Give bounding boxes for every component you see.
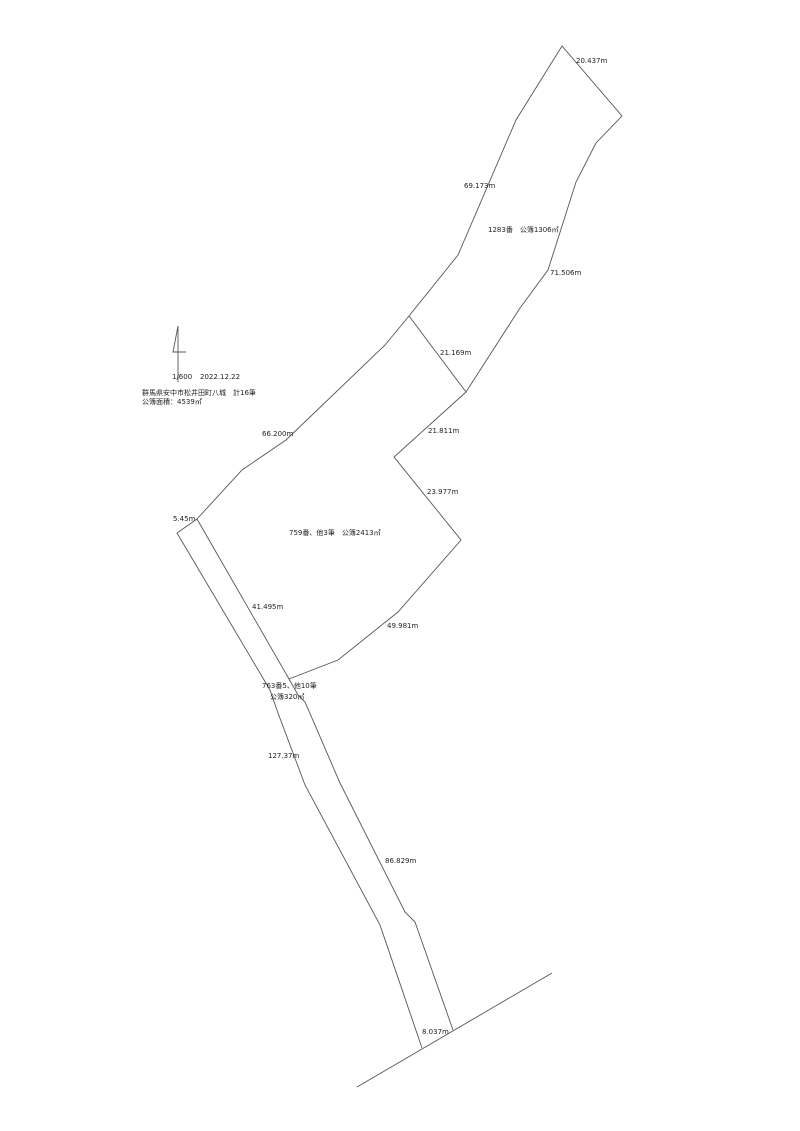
dimension-label: 41.495m [252,603,284,611]
dimension-label: 66.200m [262,430,294,438]
dimension-label: 21.811m [428,427,460,435]
parcel-759-label: 759番、他3筆 公簿2413㎡ [289,529,381,537]
parcel-1283-label: 1283番 公簿1306㎡ [488,226,559,234]
date-label: 2022.12.22 [200,373,241,381]
parcel-763-label: 763番5、他10筆 [262,682,317,690]
strip-right-boundary [288,678,454,1031]
dimension-label: 86.829m [385,857,417,865]
parcel-1283-boundary [408,45,623,393]
dimension-label: 127.37m [268,752,300,760]
dimension-label: 49.981m [387,622,419,630]
scale-label: 1/600 [172,373,193,381]
total-area-label: 公簿面積：4539㎡ [142,398,202,406]
dimension-label: 23.977m [427,488,459,496]
parcel-759-boundary [196,315,467,680]
dimension-label: 69.173m [464,182,496,190]
north-arrow-icon [172,325,186,382]
location-label: 群馬県安中市松井田町八城 計16筆 [142,389,256,397]
dimension-label: 5.45m [173,515,196,523]
dimension-label: 8.037m [422,1028,449,1036]
dimension-label: 71.506m [550,269,582,277]
dimension-label: 21.169m [440,349,472,357]
road-line [356,972,553,1088]
parcel-763-area: 公簿320㎡ [270,693,305,701]
dimension-label: 20.437m [576,57,608,65]
strip-left-boundary [176,518,423,1049]
